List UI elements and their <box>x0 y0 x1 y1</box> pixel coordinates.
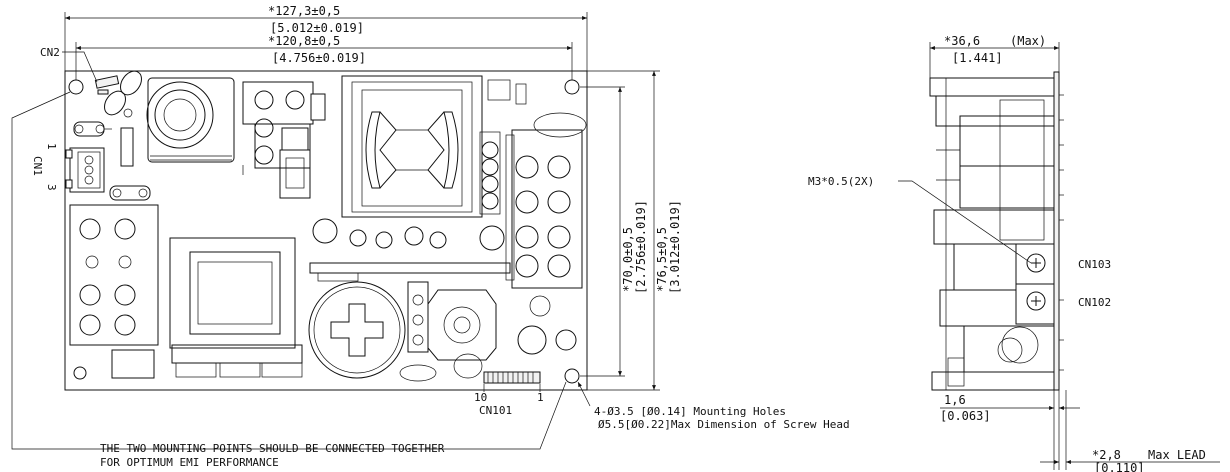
heatsink-secondary <box>505 112 587 289</box>
cn1-pin3-label: 3 <box>45 184 58 191</box>
screw-cn103 <box>1026 253 1046 273</box>
cn1-pin1-label: 1 <box>45 143 58 150</box>
mounting-hole-bottom-left <box>73 366 87 380</box>
common-mode-choke <box>146 77 235 163</box>
misc-components <box>309 218 577 382</box>
dimension-lines-top-view <box>64 12 660 391</box>
pcb-thickness-dim-in: [0.063] <box>940 409 991 423</box>
primary-circuit <box>69 204 159 379</box>
cn103-label: CN103 <box>1078 258 1111 271</box>
hole-spacing-y-dim: *70,0±0,5 <box>621 227 635 292</box>
cn2-connector <box>94 70 142 116</box>
pcb-outline <box>64 70 588 391</box>
lead-dim: *2,8 <box>1092 448 1121 462</box>
cn2-label: CN2 <box>40 46 60 59</box>
height-dim-in: [1.441] <box>952 51 1003 65</box>
bulk-capacitor <box>308 281 406 379</box>
top-view <box>11 12 660 450</box>
emi-note-leader <box>11 91 567 450</box>
cn101-pin10-label: 10 <box>474 391 487 404</box>
hole-spacing-y-dim-in: [2.756±0.019] <box>634 200 648 294</box>
bridge-rectifier <box>242 81 326 175</box>
cn101-label: CN101 <box>479 404 512 417</box>
lead-dim-in: [0.110] <box>1094 461 1145 472</box>
screw-leader <box>898 180 1032 264</box>
overall-width-dim-in: [3.012±0.019] <box>668 200 682 294</box>
overall-length-dim: *127,3±0,5 <box>268 4 340 18</box>
heatsink-primary <box>279 127 311 199</box>
hole-spacing-x-dim-in: [4.756±0.019] <box>272 51 366 65</box>
cn102-label: CN102 <box>1078 296 1111 309</box>
side-view <box>898 42 1220 470</box>
mounting-hole-bottom-right <box>564 368 580 384</box>
mounting-holes-note: 4-Ø3.5 [Ø0.14] Mounting Holes <box>594 405 786 418</box>
cn101-connector <box>483 371 541 384</box>
cn1-label: CN1 <box>31 156 44 176</box>
screw-head-note: Ø5.5[Ø0.22]Max Dimension of Screw Head <box>598 418 850 431</box>
output-diodes <box>479 79 527 215</box>
pcb-thickness-dim: 1,6 <box>944 393 966 407</box>
hole-spacing-x-dim: *120,8±0,5 <box>268 34 340 48</box>
thermistor <box>109 185 151 201</box>
pfc-inductor <box>169 237 303 378</box>
mounting-hole-top-left <box>68 79 84 95</box>
screw-cn102 <box>1026 291 1046 311</box>
holes-note-leader <box>577 381 591 407</box>
screw-label: M3*0.5(2X) <box>808 175 874 188</box>
cn1-connector <box>65 147 105 193</box>
lead-dim-suffix: Max LEAD <box>1148 448 1206 462</box>
x-capacitor <box>120 127 134 167</box>
emi-note-line1: THE TWO MOUNTING POINTS SHOULD BE CONNEC… <box>100 442 445 455</box>
cn101-pin1-label: 1 <box>537 391 544 404</box>
overall-length-dim-in: [5.012±0.019] <box>270 21 364 35</box>
height-dim-suffix: (Max) <box>1010 34 1046 48</box>
pcb-edge <box>1053 71 1060 391</box>
emi-note-line2: FOR OPTIMUM EMI PERFORMANCE <box>100 456 279 469</box>
mounting-hole-top-right <box>564 79 580 95</box>
height-dim: *36,6 <box>944 34 980 48</box>
main-transformer <box>341 75 483 218</box>
overall-width-dim: *76,5±0,5 <box>655 227 669 292</box>
fuse <box>73 121 112 137</box>
cn2-leader <box>62 51 98 83</box>
